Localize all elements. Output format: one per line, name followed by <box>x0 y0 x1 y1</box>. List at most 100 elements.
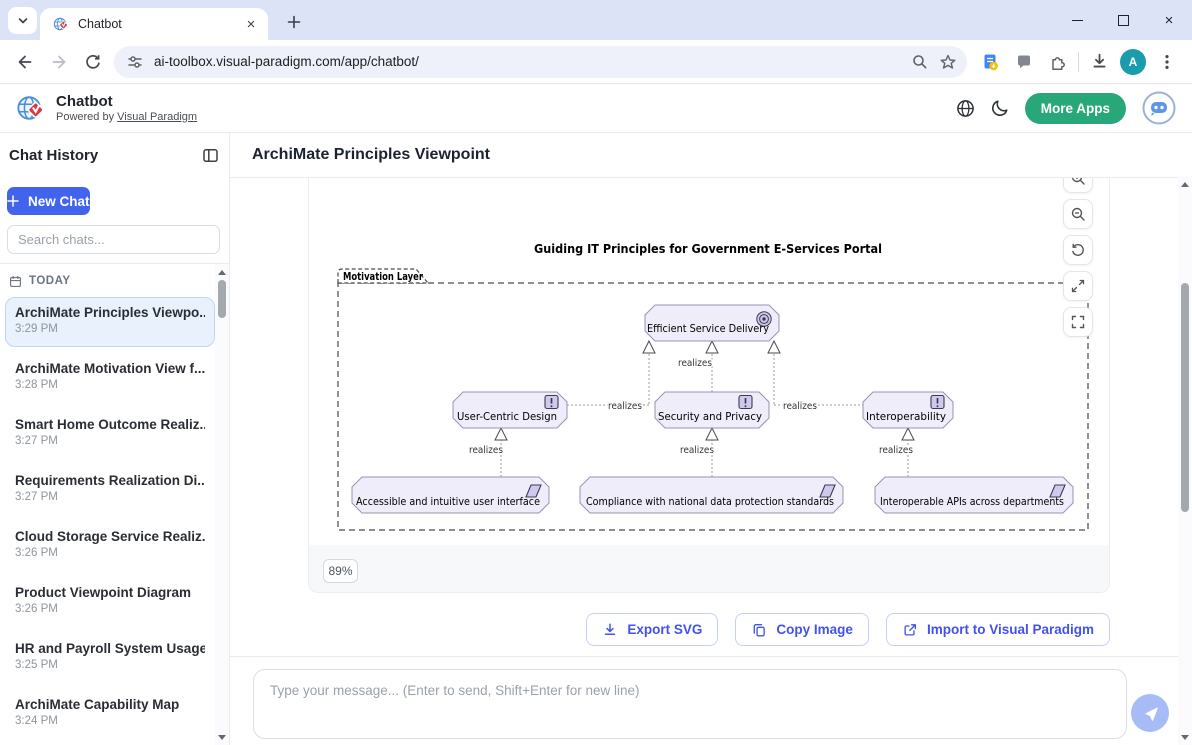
brand: Chatbot Powered by Visual Paradigm <box>16 93 197 123</box>
group-label: Motivation Layer <box>343 271 424 283</box>
window-controls: × <box>1054 0 1192 40</box>
svg-text:Security and Privacy: Security and Privacy <box>658 411 762 423</box>
fit-to-screen-button[interactable] <box>1063 271 1093 301</box>
close-window-button[interactable]: × <box>1164 11 1174 29</box>
chat-list-item[interactable]: ArchiMate Motivation View f... 3:28 PM <box>15 361 205 391</box>
forward-arrow-icon <box>52 55 66 68</box>
sidebar-scrollbar[interactable] <box>215 264 229 745</box>
zoom-in-button[interactable] <box>1063 178 1093 193</box>
export-svg-button[interactable]: Export SVG <box>586 613 719 646</box>
more-apps-button[interactable]: More Apps <box>1024 92 1126 124</box>
tab-chatbot[interactable]: Chatbot × <box>40 8 268 40</box>
profile-avatar[interactable]: A <box>1120 48 1146 75</box>
page-scrollbar[interactable] <box>1178 176 1192 745</box>
zoom-level-badge: 89% <box>323 559 358 583</box>
chat-list: ArchiMate Principles Viewpo... 3:29 PM A… <box>5 297 215 739</box>
toolbar-separator <box>1078 51 1079 72</box>
browser-menu-icon[interactable] <box>1150 45 1184 79</box>
send-button[interactable] <box>1131 694 1169 732</box>
back-button[interactable] <box>8 45 42 79</box>
plus-icon <box>287 15 301 29</box>
scrollbar-thumb[interactable] <box>1181 283 1189 512</box>
chat-list-item[interactable]: Cloud Storage Service Realiz... 3:26 PM <box>15 529 205 559</box>
bookmark-star-icon[interactable] <box>939 53 957 71</box>
chat-list-item[interactable]: ArchiMate Principles Viewpo... 3:29 PM <box>5 297 215 347</box>
chat-list-item[interactable]: HR and Payroll System Usage 3:25 PM <box>15 641 205 671</box>
search-chats-input[interactable] <box>7 225 220 254</box>
svg-text:Accessible and intuitive user: Accessible and intuitive user interface <box>356 496 540 508</box>
goal-node-efficient-service-delivery: Efficient Service Delivery <box>644 304 780 342</box>
svg-text:realizes: realizes <box>783 401 817 412</box>
scrollbar-thumb[interactable] <box>218 280 226 318</box>
address-bar[interactable]: ai-toolbox.visual-paradigm.com/app/chatb… <box>114 45 967 78</box>
message-input[interactable] <box>253 669 1127 739</box>
svg-text:realizes: realizes <box>879 445 913 456</box>
svg-text:realizes: realizes <box>608 401 642 412</box>
fullscreen-button[interactable] <box>1063 307 1093 337</box>
chat-list-item[interactable]: Requirements Realization Di... 3:27 PM <box>15 473 205 503</box>
diagram-title: Guiding IT Principles for Government E-S… <box>534 241 882 256</box>
requirement-node-accessible-ui: Accessible and intuitive user interface <box>351 476 550 514</box>
scroll-up-icon[interactable] <box>1178 177 1192 191</box>
comment-extension-icon[interactable] <box>1007 45 1041 79</box>
visual-paradigm-link[interactable]: Visual Paradigm <box>117 111 198 123</box>
svg-text:realizes: realizes <box>469 445 503 456</box>
docs-extension-icon[interactable] <box>973 45 1007 79</box>
minimize-button[interactable] <box>1054 0 1100 40</box>
reload-button[interactable] <box>76 45 110 79</box>
today-section-header: TODAY <box>9 271 229 291</box>
forward-button[interactable] <box>42 45 76 79</box>
language-globe-icon[interactable] <box>956 99 975 118</box>
app-header: Chatbot Powered by Visual Paradigm More … <box>0 84 1192 133</box>
extensions-puzzle-icon[interactable] <box>1041 45 1075 79</box>
svg-text:realizes: realizes <box>680 445 714 456</box>
chat-history-sidebar: Chat History New Chat TODAY ArchiMate Pr… <box>0 133 230 745</box>
new-tab-button[interactable] <box>281 9 307 35</box>
copy-image-button[interactable]: Copy Image <box>735 613 869 646</box>
svg-text:Compliance with national data: Compliance with national data protection… <box>586 496 834 508</box>
requirement-icon <box>1049 484 1066 498</box>
requirement-node-compliance: Compliance with national data protection… <box>579 476 844 514</box>
archimate-diagram[interactable]: Guiding IT Principles for Government E-S… <box>308 178 1110 545</box>
reset-view-button[interactable] <box>1063 235 1093 265</box>
downloads-icon[interactable] <box>1082 45 1116 79</box>
tab-title: Chatbot <box>78 17 122 31</box>
requirement-icon <box>525 484 542 498</box>
tab-close-icon[interactable]: × <box>246 15 256 33</box>
svg-text:Efficient Service Delivery: Efficient Service Delivery <box>647 323 769 335</box>
principle-exclamation-icon <box>930 394 945 410</box>
site-settings-icon[interactable] <box>126 53 144 71</box>
chat-main-area: ArchiMate Principles Viewpoint Guiding I… <box>230 133 1192 745</box>
maximize-button[interactable] <box>1100 0 1146 40</box>
diagram-actions: Export SVG Copy Image Import to Visual P… <box>308 613 1110 646</box>
chat-list-item[interactable]: ArchiMate Capability Map 3:24 PM <box>15 697 180 727</box>
svg-text:Interoperability: Interoperability <box>866 411 946 423</box>
requirement-icon <box>819 484 836 498</box>
zoom-out-icon <box>1071 207 1085 221</box>
goal-target-icon <box>756 311 772 327</box>
chatbot-assistant-icon[interactable] <box>1142 91 1176 125</box>
new-chat-button[interactable]: New Chat <box>7 187 90 215</box>
tab-search-button[interactable] <box>8 7 37 34</box>
url-text[interactable]: ai-toolbox.visual-paradigm.com/app/chatb… <box>154 54 419 69</box>
download-icon <box>605 622 616 635</box>
dark-mode-moon-icon[interactable] <box>991 99 1009 117</box>
collapse-panel-icon[interactable] <box>202 147 219 164</box>
principle-node-user-centric-design: User-Centric Design <box>452 391 568 429</box>
back-arrow-icon <box>18 55 32 68</box>
chat-list-item[interactable]: Product Viewpoint Diagram 3:26 PM <box>15 585 192 615</box>
scroll-up-icon[interactable] <box>215 265 229 279</box>
zoom-icon[interactable] <box>911 53 929 71</box>
principle-exclamation-icon <box>544 394 559 410</box>
scroll-down-icon[interactable] <box>215 730 229 744</box>
scroll-down-icon[interactable] <box>1178 730 1192 744</box>
send-plane-icon <box>1143 707 1158 721</box>
import-to-visual-paradigm-button[interactable]: Import to Visual Paradigm <box>885 613 1110 646</box>
reset-rotate-icon <box>1072 243 1084 256</box>
external-link-icon <box>904 623 916 636</box>
zoom-out-button[interactable] <box>1063 199 1093 229</box>
plus-icon <box>7 195 19 207</box>
chat-list-item[interactable]: Smart Home Outcome Realiz... 3:27 PM <box>15 417 205 447</box>
group-label-tab <box>337 268 430 284</box>
